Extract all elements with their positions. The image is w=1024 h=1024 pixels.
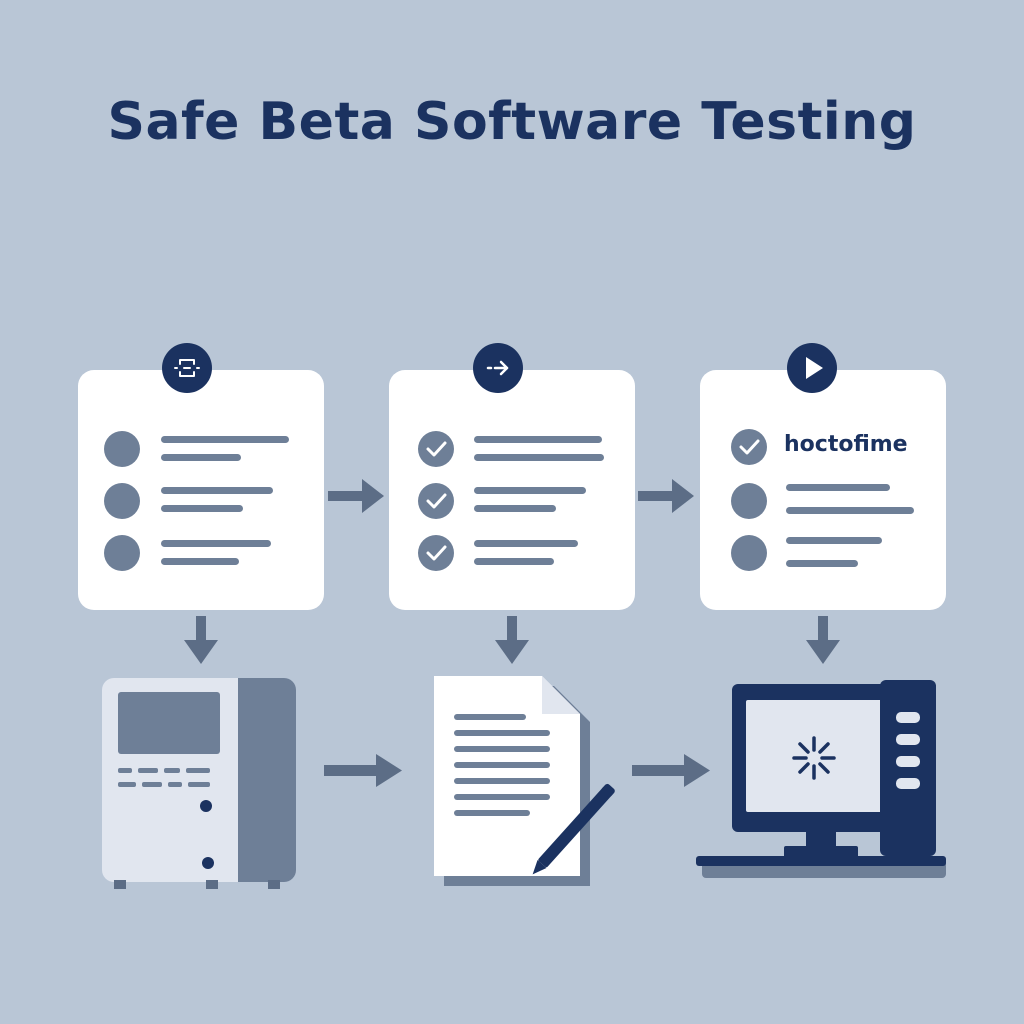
arrow-down-icon: [806, 616, 840, 664]
text-line: [474, 436, 602, 443]
checkmark-circle-icon: [418, 483, 454, 519]
arrow-right-icon: [486, 360, 509, 376]
arrow-right-icon: [328, 479, 384, 513]
checkmark-circle-icon: [418, 431, 454, 467]
framed-plus-icon: [174, 359, 200, 377]
arrow-down-icon: [184, 616, 218, 664]
text-line: [786, 537, 882, 544]
arrow-right-icon: [324, 754, 402, 787]
arrow-right-icon: [632, 754, 710, 787]
checkmark-circle-icon: [731, 429, 767, 465]
step-badge-2: [473, 343, 523, 393]
page-title: Safe Beta Software Testing: [107, 92, 917, 152]
arrow-down-icon: [495, 616, 529, 664]
text-line: [474, 454, 604, 461]
filled-circle-icon: [731, 535, 767, 571]
step-card-1: [78, 370, 324, 610]
text-line: [474, 558, 554, 565]
filled-circle-icon: [104, 535, 140, 571]
step-label: hoctofime: [784, 432, 908, 457]
text-line: [161, 558, 239, 565]
text-line: [474, 487, 586, 494]
step-badge-3: [787, 343, 837, 393]
arrow-right-icon: [638, 479, 694, 513]
server-tower-icon: [102, 678, 296, 889]
text-line: [161, 454, 241, 461]
filled-circle-icon: [104, 431, 140, 467]
document-pen-icon: [434, 676, 615, 886]
text-line: [786, 484, 890, 491]
text-line: [161, 505, 243, 512]
play-icon: [806, 357, 823, 379]
filled-circle-icon: [104, 483, 140, 519]
text-line: [786, 560, 858, 567]
text-line: [161, 487, 273, 494]
text-line: [161, 540, 271, 547]
text-line: [161, 436, 289, 443]
step-badge-1: [162, 343, 212, 393]
checkmark-circle-icon: [418, 535, 454, 571]
desktop-computer-icon: [696, 680, 946, 878]
text-line: [474, 505, 556, 512]
step-card-3: hoctofime: [700, 370, 946, 610]
step-card-2: [389, 370, 635, 610]
filled-circle-icon: [731, 483, 767, 519]
text-line: [786, 507, 914, 514]
text-line: [474, 540, 578, 547]
